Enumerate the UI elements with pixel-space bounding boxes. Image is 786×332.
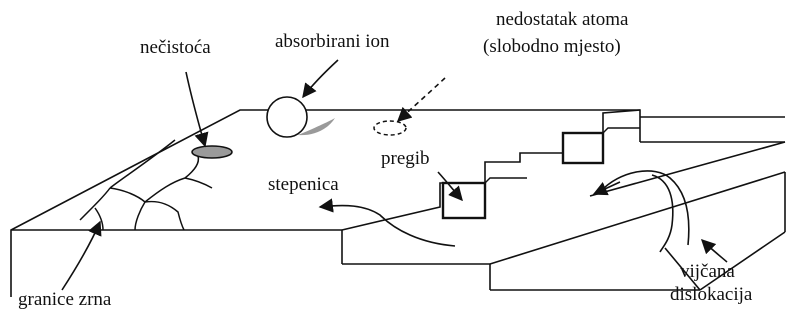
adsorbed-ion-label: absorbirani ion	[275, 31, 390, 52]
lower-step-diagonal	[489, 171, 786, 265]
labels: nečistoća absorbirani ion nedostatak ato…	[18, 9, 753, 310]
kink-box-1	[441, 181, 487, 220]
vacancy-label-line2: (slobodno mjesto)	[483, 36, 621, 57]
dislocation-arrow	[700, 238, 728, 263]
grain-boundaries	[79, 139, 213, 231]
pointer-arrows	[61, 59, 728, 291]
dislocation-inner-curve	[651, 174, 674, 253]
grain-boundaries-arrow	[61, 220, 102, 291]
adsorbed-ion-circle	[266, 96, 308, 138]
step-edge	[341, 109, 641, 231]
ion-arrow	[302, 59, 339, 99]
upper-terrace-outline	[10, 109, 641, 297]
dislocation-outer-curve	[599, 170, 690, 246]
vacancy-arrow	[396, 77, 446, 122]
surface-features	[191, 96, 407, 159]
kink-label: pregib	[381, 148, 430, 169]
grain-boundaries-label: granice zrna	[18, 289, 112, 310]
kink-box-2	[561, 131, 605, 165]
vacancy-label-line1: nedostatak atoma	[496, 9, 629, 30]
step-ledge-curve	[318, 198, 456, 247]
screw-dislocation	[592, 170, 701, 291]
screw-dislocation-label-line1: vijčana	[680, 261, 735, 282]
kinks	[441, 127, 640, 220]
step-arrow	[318, 198, 456, 247]
ion-shadow	[298, 118, 335, 136]
lower-terrace	[341, 109, 786, 291]
front-right-edge	[699, 231, 786, 291]
kink-arrow	[437, 171, 463, 202]
upper-terrace	[10, 109, 641, 297]
mid-step-diagonal	[589, 141, 786, 197]
vacancy-dashed-ellipse	[373, 120, 407, 136]
impurity-arrow	[185, 71, 209, 148]
step-label: stepenica	[268, 174, 339, 195]
impurity-label: nečistoća	[140, 37, 211, 58]
impurity-ellipse	[191, 145, 233, 159]
screw-dislocation-label-line2: dislokacija	[670, 284, 753, 305]
